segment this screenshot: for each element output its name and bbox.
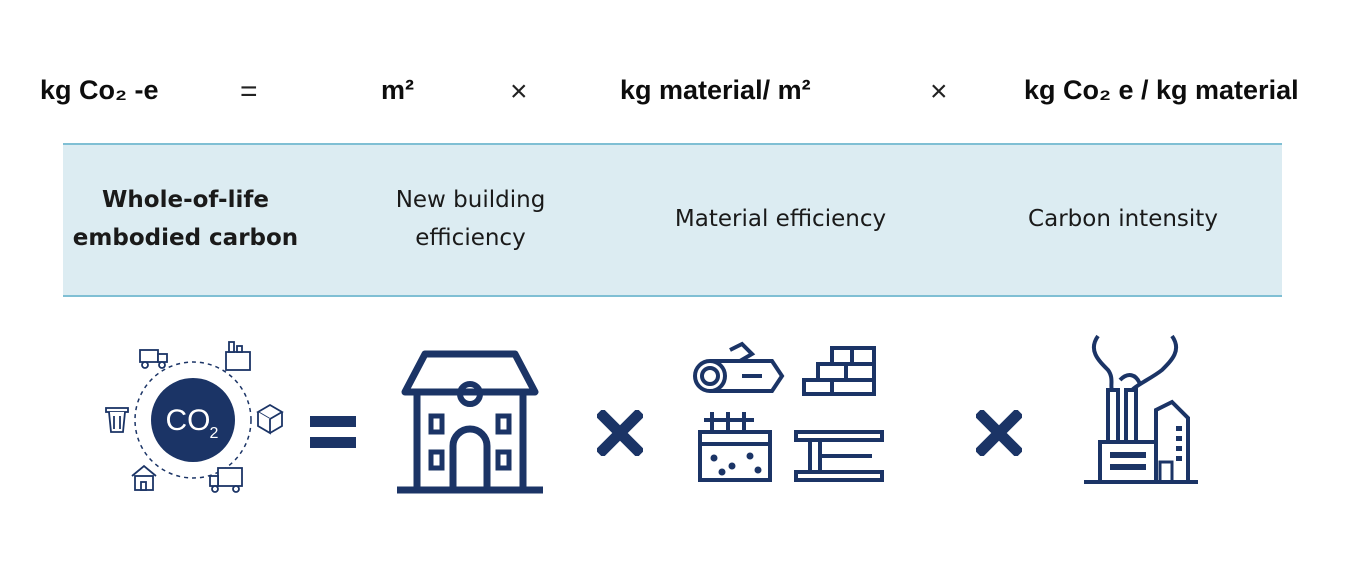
co2-subscript: 2	[210, 425, 219, 442]
formula-term-area: m²	[381, 75, 414, 105]
multiply-operator-1: ×	[510, 75, 528, 108]
box-icon	[256, 403, 284, 435]
building-icon	[397, 350, 543, 494]
label-band: Whole-of-life embodied carbon New buildi…	[63, 143, 1282, 297]
equals-icon	[310, 416, 356, 448]
co2-circle	[151, 378, 235, 462]
delivery-truck-icon	[209, 467, 243, 493]
label-whole-of-life-line1: Whole-of-life	[102, 187, 269, 213]
co2-text: CO	[166, 404, 211, 437]
equals-operator: =	[240, 75, 258, 108]
bricks-icon	[802, 346, 876, 396]
formula-term-material-per-area: kg material/ m²	[620, 75, 811, 105]
house-icon	[131, 464, 157, 491]
label-material-efficiency: Material efficiency	[674, 206, 887, 232]
multiply-icon	[597, 410, 643, 456]
label-new-building-line2: efficiency	[415, 225, 526, 251]
label-new-building: New building efficiency	[363, 181, 578, 257]
label-whole-of-life: Whole-of-life embodied carbon	[63, 181, 308, 257]
concrete-icon	[698, 412, 772, 482]
multiply-operator-2: ×	[930, 75, 948, 108]
label-whole-of-life-line2: embodied carbon	[72, 225, 299, 251]
label-new-building-line1: New building	[395, 187, 546, 213]
timber-log-icon	[693, 341, 785, 393]
steel-beam-icon	[794, 430, 884, 482]
factory-icon	[1084, 334, 1198, 484]
trash-icon	[105, 407, 129, 433]
label-carbon-intensity: Carbon intensity	[1028, 206, 1218, 232]
co2-lifecycle-icon: CO 2	[105, 341, 284, 493]
formula-term-carbon-intensity: kg Co₂ e / kg material	[1024, 75, 1299, 105]
factory-icon	[225, 341, 251, 371]
materials-icon-group	[693, 341, 884, 482]
truck-icon	[139, 349, 168, 369]
formula-term-embodied-carbon: kg Co₂ -e	[40, 75, 159, 105]
multiply-icon-2	[976, 410, 1022, 456]
